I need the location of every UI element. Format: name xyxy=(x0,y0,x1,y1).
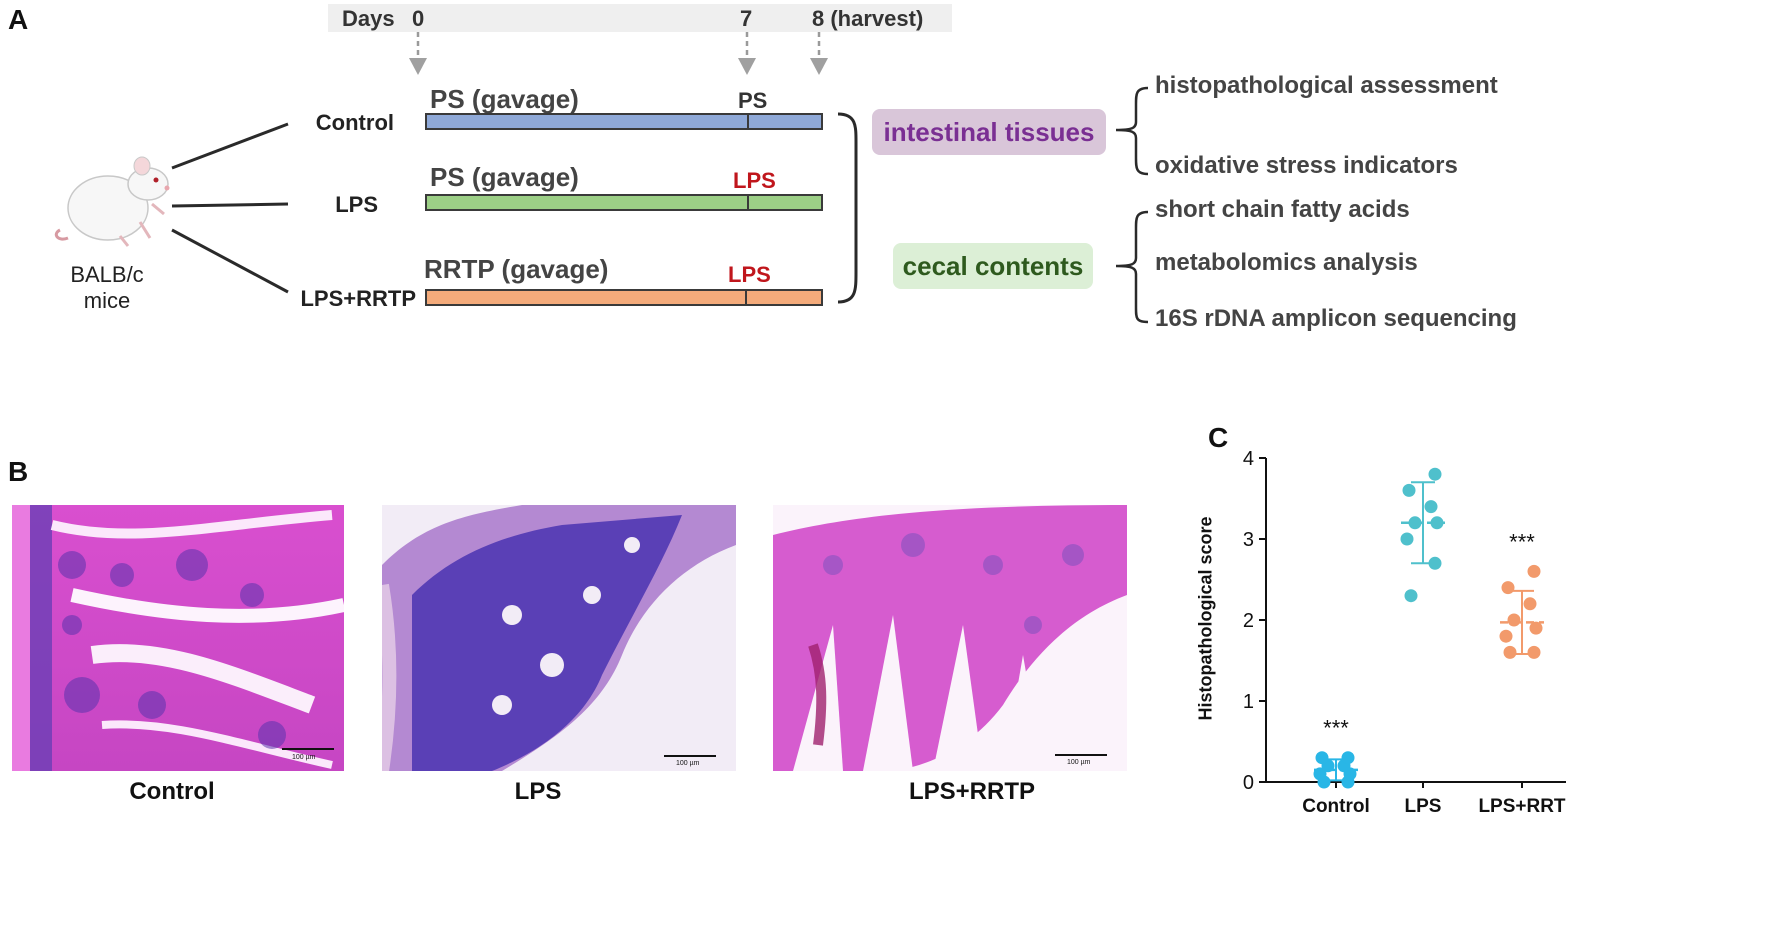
data-point-1-0 xyxy=(1404,589,1418,603)
day-0-label: 0 xyxy=(412,6,425,31)
day-7-label: 7 xyxy=(740,6,753,31)
mouse-strain-label: BALB/c xyxy=(70,262,144,287)
y-tick-label-3: 3 xyxy=(1243,529,1254,551)
data-point-2-4 xyxy=(1507,613,1521,627)
timeline-header xyxy=(328,4,952,32)
y-tick-label-1: 1 xyxy=(1243,691,1254,713)
treatment-label-lps: PS (gavage) xyxy=(430,162,579,192)
panel-letter-b: B xyxy=(8,456,29,487)
group-label-lps-rrtp: LPS+RRTP xyxy=(300,286,416,311)
data-point-1-2 xyxy=(1400,532,1414,546)
x-tick-label-2: LPS+RRT xyxy=(1478,796,1565,817)
data-point-2-2 xyxy=(1499,629,1513,643)
data-point-2-1 xyxy=(1527,645,1541,659)
micrograph-label-lps: LPS xyxy=(514,778,562,805)
day-8-label: 8 (harvest) xyxy=(812,6,924,31)
data-point-2-6 xyxy=(1501,581,1515,595)
data-point-0-7 xyxy=(1341,751,1355,765)
timeline-bar-lps xyxy=(425,194,823,211)
days-label: Days xyxy=(342,6,395,31)
data-point-1-5 xyxy=(1424,500,1438,514)
timeline-arrows xyxy=(409,32,828,75)
data-point-1-1 xyxy=(1428,556,1442,570)
timeline-bar-control xyxy=(425,113,823,130)
day7-label-control: PS xyxy=(738,88,768,113)
chart-y-axis-label: Histopathological score xyxy=(1195,516,1216,721)
day7-label-lps: LPS xyxy=(733,168,776,193)
data-point-2-5 xyxy=(1523,597,1537,611)
mouse-to-groups-lines xyxy=(171,122,289,294)
panel-letter-c: C xyxy=(1208,422,1229,453)
outcome-scfa: short chain fatty acids xyxy=(1155,196,1410,223)
micrograph-lps: 100 µm xyxy=(382,505,736,771)
y-tick-label-4: 4 xyxy=(1243,448,1254,470)
scale-text-lps-rrtp: 100 µm xyxy=(1067,759,1091,766)
scalebar-lps-rrtp xyxy=(1055,754,1107,756)
data-point-1-6 xyxy=(1402,483,1416,497)
groups-bracket xyxy=(837,112,858,304)
category-cecal-contents: cecal contents xyxy=(893,243,1093,289)
category-intestinal-tissues: intestinal tissues xyxy=(872,109,1106,155)
y-tick-label-2: 2 xyxy=(1243,610,1254,632)
data-point-2-0 xyxy=(1503,645,1517,659)
data-point-1-7 xyxy=(1428,467,1442,481)
day7-label-lps-rrtp: LPS xyxy=(728,262,771,287)
mouse-mice-label: mice xyxy=(83,288,131,313)
outcome-16s-sequencing: 16S rDNA amplicon sequencing xyxy=(1155,305,1517,332)
treatment-label-lps-rrtp: RRTP (gavage) xyxy=(424,254,609,284)
data-point-1-4 xyxy=(1408,516,1422,530)
significance-0: *** xyxy=(1323,716,1349,741)
micrograph-control: 100 µm xyxy=(12,505,344,771)
x-tick-label-1: LPS xyxy=(1405,796,1442,817)
x-tick-label-0: Control xyxy=(1302,796,1370,817)
data-point-2-7 xyxy=(1527,564,1541,578)
intestinal-bracket xyxy=(1115,86,1149,176)
micrograph-label-control: Control xyxy=(129,778,215,805)
treatment-label-control: PS (gavage) xyxy=(430,84,579,114)
group-label-control: Control xyxy=(315,110,394,135)
data-point-0-2 xyxy=(1313,767,1327,781)
group-label-lps: LPS xyxy=(335,192,378,217)
timeline-bar-lps-rrtp xyxy=(425,289,823,306)
micrograph-label-lps-rrtp: LPS+RRTP xyxy=(908,778,1036,805)
significance-2: *** xyxy=(1509,529,1535,554)
y-tick-label-0: 0 xyxy=(1243,772,1254,794)
outcome-oxidative-stress: oxidative stress indicators xyxy=(1155,152,1458,179)
outcome-metabolomics: metabolomics analysis xyxy=(1155,249,1418,276)
scale-text-control: 100 µm xyxy=(292,754,316,761)
panel-letter-a: A xyxy=(8,4,29,35)
data-point-0-6 xyxy=(1315,751,1329,765)
cecal-bracket xyxy=(1115,210,1149,324)
mouse-illustration xyxy=(54,156,170,247)
scale-text-lps: 100 µm xyxy=(676,760,700,767)
data-point-2-3 xyxy=(1529,621,1543,635)
outcome-histopathological-assessment: histopathological assessment xyxy=(1155,72,1498,99)
micrograph-lps-rrtp: 100 µm xyxy=(773,505,1127,771)
data-point-1-3 xyxy=(1430,516,1444,530)
scalebar-control xyxy=(282,748,334,750)
scalebar-lps xyxy=(664,755,716,757)
